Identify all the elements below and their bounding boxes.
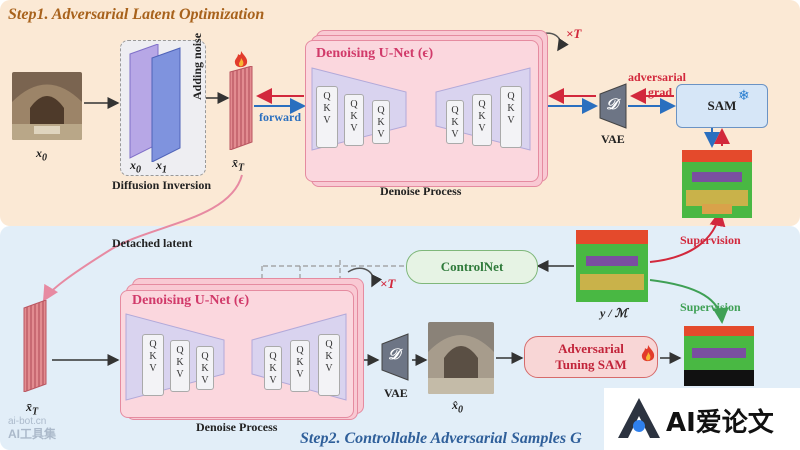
- diffusion-inversion-label: Diffusion Inversion: [112, 178, 212, 192]
- x0-small-label: x0: [130, 158, 141, 176]
- supervision-green-label: Supervision: [680, 300, 741, 314]
- x0-image: [12, 72, 82, 140]
- xT-label-step2: x̄T: [26, 400, 39, 418]
- loop-arrow-step2: [347, 267, 383, 288]
- xT-latent: [229, 66, 253, 150]
- arrow-detached-latent: [42, 174, 243, 302]
- x0-label: x0: [36, 146, 47, 164]
- x1-small-label: x1: [156, 158, 167, 176]
- adding-noise-label: Adding noise: [190, 32, 204, 100]
- vae-decoder-step2: [381, 333, 409, 381]
- times-T-step2: ×T: [380, 276, 396, 291]
- noise-layers: [129, 44, 181, 162]
- denoise-process-label-step1: Denoise Process: [380, 184, 462, 198]
- controlnet-box: ControlNet: [406, 250, 538, 284]
- vae-decoder-step1: [599, 83, 627, 129]
- unet1-title: Denoising U-Net (ϵ): [316, 46, 434, 61]
- segmentation-mask-output: [684, 326, 754, 386]
- forward-label: forward: [259, 110, 301, 124]
- segmentation-mask-step1: [682, 150, 752, 218]
- vae-label-step2: VAE: [384, 386, 408, 400]
- denoise-process-label-step2: Denoise Process: [196, 420, 278, 434]
- y-m-label: y / ℳ: [600, 306, 628, 320]
- snowflake-icon: ❄: [738, 89, 750, 104]
- x0-hat-label: x̂0: [452, 398, 463, 416]
- vae-label-step1: VAE: [601, 132, 625, 146]
- unet2-title: Denoising U-Net (ϵ): [132, 293, 250, 308]
- watermark-right-text: AI爱论文: [666, 408, 774, 438]
- times-T-step1: ×T: [566, 26, 582, 41]
- arrow-supervision-green: [649, 279, 729, 324]
- supervision-red-label: Supervision: [680, 233, 741, 247]
- fire-icon: [641, 345, 655, 362]
- arrow-supervision-red: [649, 210, 726, 263]
- xT-latent-step2: [23, 300, 47, 392]
- logo-icon: [618, 398, 660, 438]
- vae-symbol-step2: 𝒟: [388, 347, 400, 363]
- fire-icon: [234, 51, 248, 68]
- xT-label-step1: x̄T: [232, 156, 245, 174]
- segmentation-mask-ym: [576, 230, 648, 302]
- vae-symbol-step1: 𝒟: [606, 97, 618, 113]
- step1-title: Step1. Adversarial Latent Optimization: [8, 6, 265, 23]
- detached-latent-label: Detached latent: [112, 236, 193, 250]
- sam-box: SAM: [676, 84, 768, 128]
- x0-hat-image: [428, 322, 494, 394]
- step2-title: Step2. Controllable Adversarial Samples …: [300, 430, 582, 447]
